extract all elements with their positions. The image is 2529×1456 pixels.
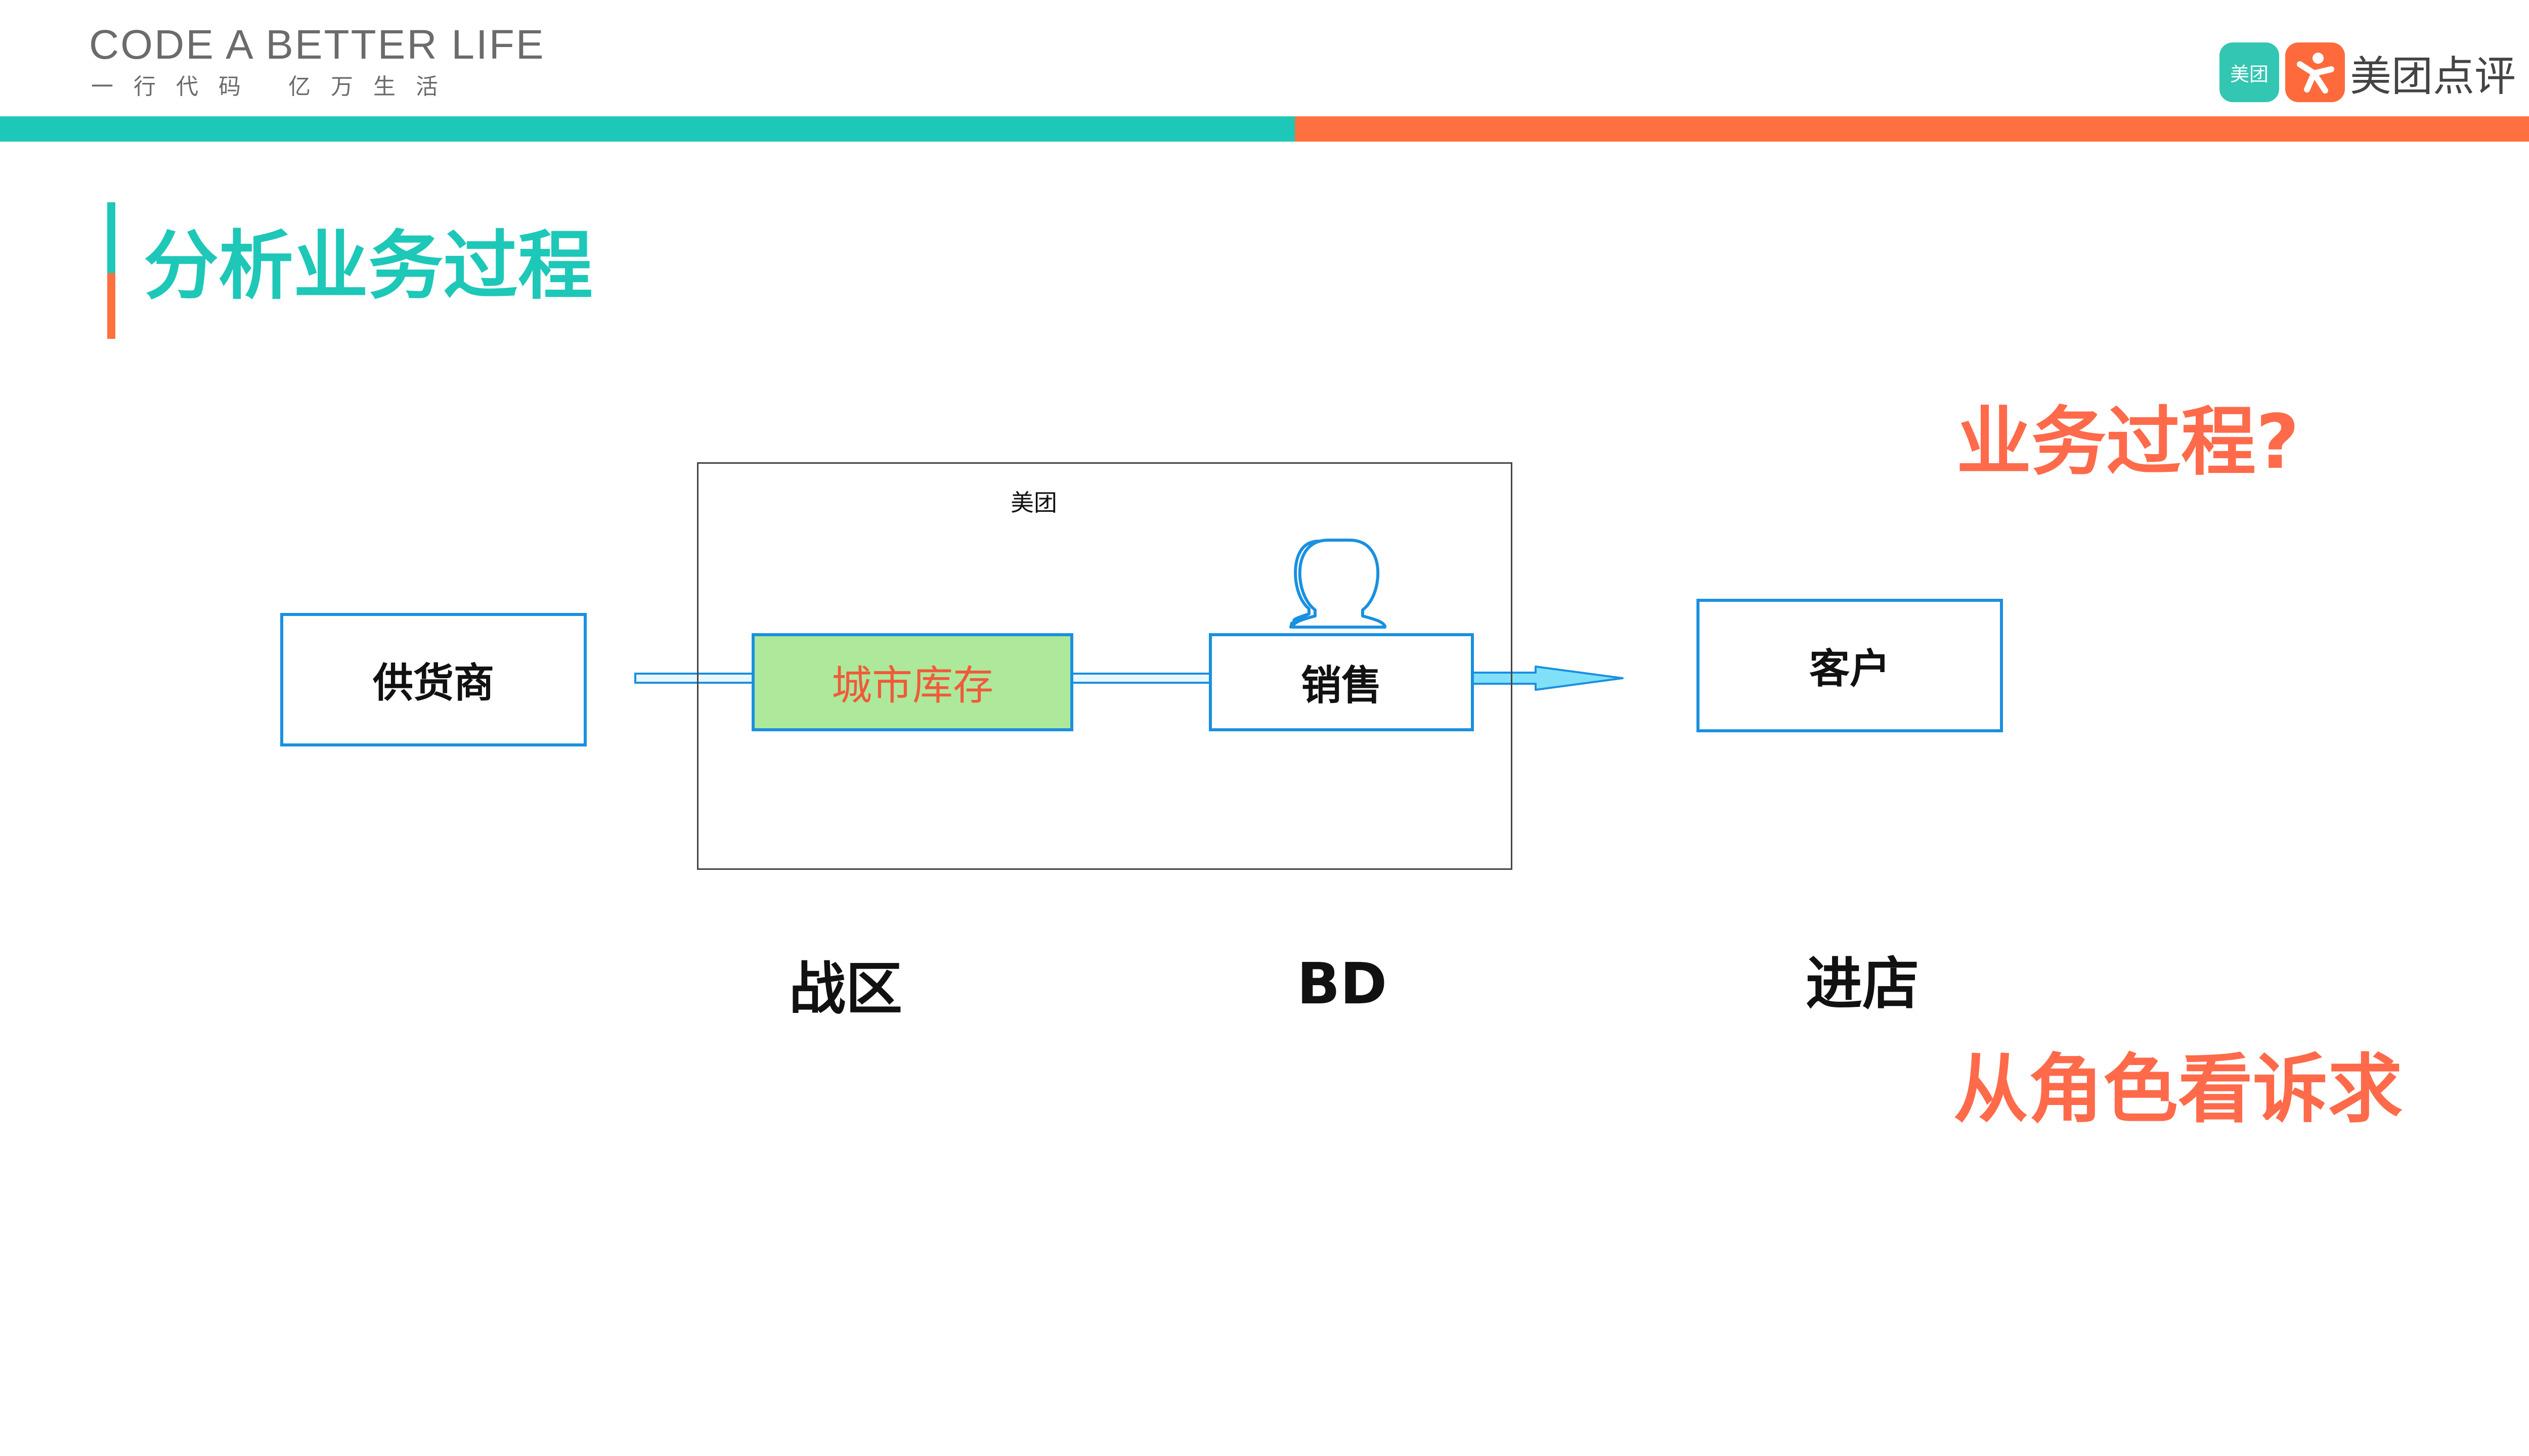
arrow-sales-customer	[1471, 666, 1624, 691]
supplier-box: 供货商	[280, 613, 587, 746]
header-bar-teal	[0, 116, 1295, 142]
meituan-icon: 美团	[2219, 42, 2279, 102]
person-body-icon	[1291, 539, 1386, 629]
visit-label: 进店	[1806, 951, 1919, 1017]
tagline-subtitle: 一行代码 亿万生活	[91, 74, 458, 100]
title-accent-orange	[107, 273, 115, 339]
container-label: 美团	[1011, 489, 1057, 516]
zone-label: 战区	[789, 956, 902, 1022]
brand-logo: 美团 美团点评	[2219, 41, 2516, 103]
question-label: 业务过程?	[1956, 399, 2299, 486]
city-inventory-box: 城市库存	[752, 633, 1073, 731]
brand-name: 美团点评	[2350, 52, 2516, 101]
bd-label: BD	[1297, 951, 1387, 1017]
title-accent-teal	[107, 202, 115, 273]
header-bar-orange	[1295, 116, 2529, 142]
perspective-label: 从角色看诉求	[1953, 1046, 2403, 1133]
sales-box: 销售	[1209, 633, 1474, 731]
dianping-icon	[2285, 42, 2345, 102]
page-title: 分析业务过程	[144, 223, 593, 310]
customer-box: 客户	[1696, 599, 2003, 732]
meituan-container	[697, 462, 1512, 870]
tagline: CODE A BETTER LIFE	[89, 22, 545, 68]
